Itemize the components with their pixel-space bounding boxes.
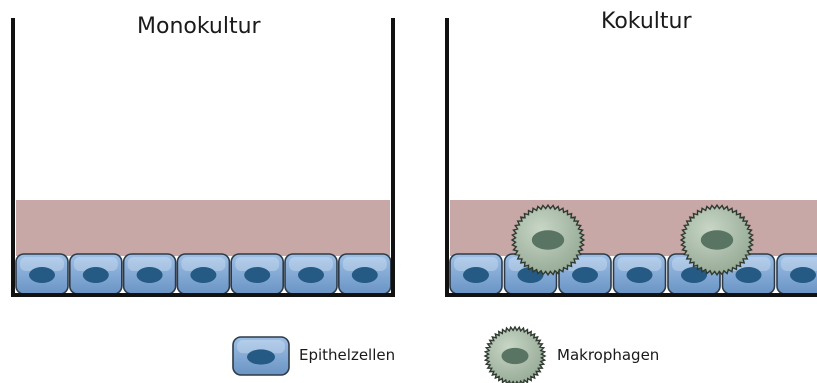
epithelial-cell (70, 254, 122, 294)
cell-nucleus (244, 267, 270, 283)
culture-medium (450, 200, 817, 256)
cell-nucleus (247, 349, 275, 364)
epithelial-cell (285, 254, 337, 294)
legend-macrophage-label: Makrophagen (557, 346, 659, 364)
cell-nucleus (572, 267, 598, 283)
cell-nucleus (532, 230, 564, 249)
epithelial-cell-icon (233, 337, 289, 375)
epithelial-cell (124, 254, 176, 294)
epithelial-cell (777, 254, 817, 294)
cell-nucleus (83, 267, 109, 283)
culture-medium (16, 200, 390, 256)
monoculture-well (13, 18, 393, 295)
epithelial-cell (339, 254, 391, 294)
epithelial-layer (16, 254, 391, 294)
coculture-title: Kokultur (601, 9, 692, 34)
coculture-well (447, 18, 817, 295)
cell-nucleus (736, 267, 762, 283)
epithelial-layer (450, 254, 817, 294)
monoculture-title: Monokultur (137, 14, 261, 39)
cell-nucleus (298, 267, 324, 283)
epithelial-cell (450, 254, 502, 294)
cell-nucleus (502, 348, 529, 364)
cell-nucleus (463, 267, 489, 283)
cell-nucleus (190, 267, 216, 283)
epithelial-cell (231, 254, 283, 294)
epithelial-cell (614, 254, 666, 294)
cell-nucleus (701, 230, 733, 249)
cell-nucleus (352, 267, 378, 283)
epithelial-cell (16, 254, 68, 294)
legend-epithelial-label: Epithelzellen (299, 346, 395, 364)
cell-nucleus (137, 267, 163, 283)
macrophage-cell-icon (485, 327, 545, 383)
cell-nucleus (29, 267, 55, 283)
cell-nucleus (790, 267, 816, 283)
cell-nucleus (627, 267, 653, 283)
epithelial-cell (177, 254, 229, 294)
epithelial-cell (233, 337, 289, 375)
